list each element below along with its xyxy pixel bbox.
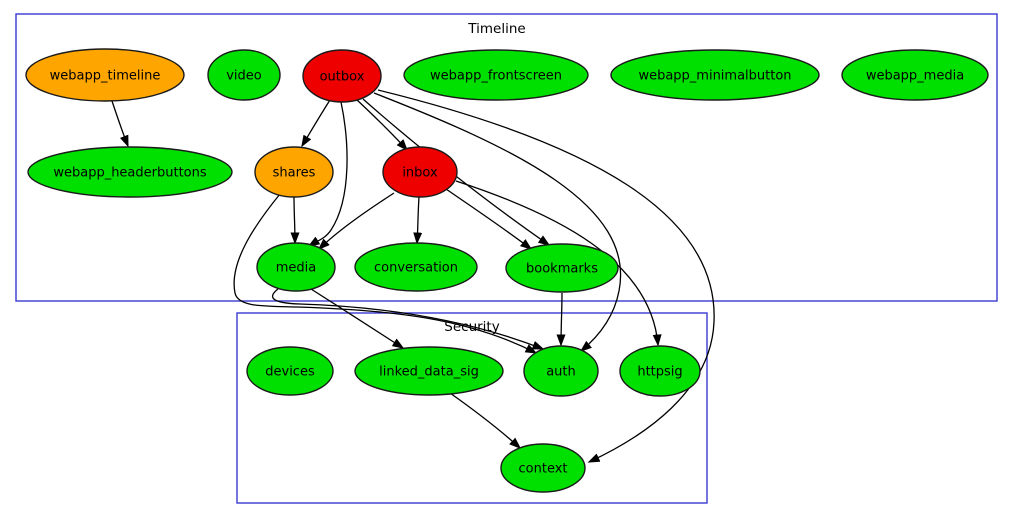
node-shape-webapp_headerbuttons	[27, 146, 233, 198]
node-webapp_frontscreen: webapp_frontscreen	[403, 49, 589, 101]
edge-shares-to-media	[290, 196, 300, 245]
edge-outbox-to-auth	[373, 92, 622, 352]
node-webapp_timeline: webapp_timeline	[25, 48, 185, 102]
edge-outbox-to-shares	[301, 99, 331, 148]
node-label-context: context	[519, 462, 568, 477]
node-video: video	[207, 49, 281, 101]
edge-inbox-to-bookmarks	[445, 188, 533, 250]
edge-outbox-to-bookmarks	[362, 98, 551, 246]
node-label-outbox: outbox	[320, 70, 365, 85]
edge-webapp_timeline-to-webapp_headerbuttons	[111, 100, 129, 148]
node-outbox: outbox	[302, 49, 382, 103]
node-shape-webapp_frontscreen	[403, 49, 589, 101]
edge-outbox-to-media	[307, 101, 348, 247]
node-bookmarks: bookmarks	[505, 243, 619, 293]
node-webapp_media: webapp_media	[841, 49, 989, 101]
node-linked_data_sig: linked_data_sig	[354, 346, 504, 396]
edge-bookmarks-to-auth	[556, 292, 566, 347]
node-shape-devices	[246, 346, 334, 396]
node-label-httpsig: httpsig	[637, 365, 682, 380]
node-label-webapp_timeline: webapp_timeline	[50, 69, 161, 84]
node-label-inbox: inbox	[402, 166, 438, 181]
node-shape-inbox	[382, 146, 458, 198]
node-inbox: inbox	[382, 146, 458, 198]
node-shape-conversation	[354, 242, 478, 292]
edge-outbox-to-inbox	[355, 98, 408, 152]
node-shape-shares	[254, 146, 334, 198]
node-shares: shares	[254, 146, 334, 198]
node-label-webapp_minimalbutton: webapp_minimalbutton	[638, 69, 791, 84]
node-shape-linked_data_sig	[354, 346, 504, 396]
node-shape-httpsig	[619, 345, 701, 397]
node-label-webapp_frontscreen: webapp_frontscreen	[430, 69, 562, 84]
node-label-devices: devices	[265, 365, 315, 380]
node-webapp_minimalbutton: webapp_minimalbutton	[610, 49, 820, 101]
node-label-linked_data_sig: linked_data_sig	[379, 365, 479, 380]
node-webapp_headerbuttons: webapp_headerbuttons	[27, 146, 233, 198]
edge-inbox-to-media	[317, 192, 395, 251]
node-auth: auth	[523, 345, 599, 397]
node-label-webapp_media: webapp_media	[866, 69, 964, 84]
node-label-auth: auth	[546, 365, 576, 380]
edge-shares-to-auth	[233, 193, 538, 354]
node-shape-webapp_media	[841, 49, 989, 101]
edge-layer	[111, 89, 715, 463]
cluster-box-timeline	[15, 13, 998, 302]
edge-inbox-to-conversation	[413, 196, 423, 245]
node-httpsig: httpsig	[619, 345, 701, 397]
edge-media-to-linked_data_sig	[310, 288, 405, 349]
node-layer: webapp_timeline video outbox webapp_frontsc…	[25, 48, 989, 493]
node-shape-auth	[523, 345, 599, 397]
node-shape-video	[207, 49, 281, 101]
node-shape-bookmarks	[505, 243, 619, 293]
node-label-bookmarks: bookmarks	[526, 262, 598, 277]
node-label-media: media	[276, 261, 317, 276]
node-shape-webapp_timeline	[25, 48, 185, 102]
node-media: media	[256, 242, 336, 292]
cluster-box-security	[236, 312, 708, 504]
node-label-conversation: conversation	[374, 261, 458, 276]
node-label-shares: shares	[273, 166, 316, 181]
node-label-webapp_headerbuttons: webapp_headerbuttons	[53, 166, 207, 181]
node-shape-outbox	[302, 49, 382, 103]
node-shape-webapp_minimalbutton	[610, 49, 820, 101]
node-shape-context	[500, 443, 586, 493]
node-conversation: conversation	[354, 242, 478, 292]
edge-media-to-auth	[271, 288, 545, 350]
cluster-label-timeline: Timeline	[467, 21, 525, 37]
node-context: context	[500, 443, 586, 493]
node-label-video: video	[226, 69, 262, 84]
node-shape-media	[256, 242, 336, 292]
node-devices: devices	[246, 346, 334, 396]
edge-inbox-to-httpsig	[455, 180, 662, 347]
edge-outbox-to-context	[377, 89, 715, 463]
edge-linked_data_sig-to-context	[449, 392, 522, 450]
